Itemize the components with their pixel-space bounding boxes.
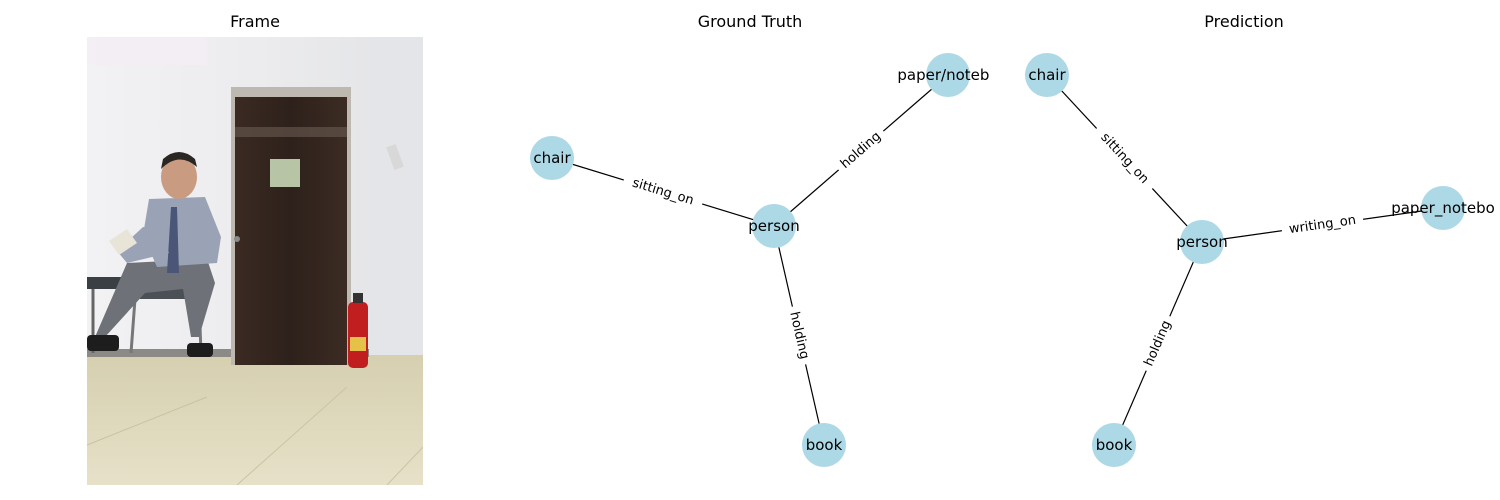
node-person [1180,220,1224,264]
node-book [1092,423,1136,467]
node-paper [926,53,970,97]
ground-truth-panel-title: Ground Truth [697,12,803,31]
node-label-chair: chair [533,149,571,167]
frame-panel-title: Frame [230,12,280,31]
node-paper [1421,186,1465,230]
edge-label-sitting_on: sitting_on [631,176,696,209]
node-label-person: person [1176,233,1227,251]
node-label-book: book [806,436,843,454]
edge-label-background [1090,122,1159,195]
node-label-paper: paper_notebo [1391,199,1495,218]
edge-label-group: holding [783,304,815,367]
edge-label-holding: holding [838,129,884,172]
video-frame-image [87,37,423,485]
edge-label-holding: holding [1142,318,1175,368]
edge-label-background [1137,312,1179,375]
edge-label-group: sitting_on [621,171,705,213]
node-label-person: person [748,217,799,235]
node-person [752,204,796,248]
edge-label-background [783,304,815,367]
edge-label-group: sitting_on [1090,122,1159,195]
node-chair [1025,53,1069,97]
edge-label-background [1280,210,1365,240]
node-chair [530,136,574,180]
node-label-paper: paper/notebo [897,66,998,84]
edge-label-sitting_on: sitting_on [1097,130,1151,187]
edge-label-group: holding [832,124,890,177]
prediction-panel-title: Prediction [1204,12,1284,31]
node-book [802,423,846,467]
edge-label-group: holding [1137,312,1179,375]
ground-truth-graph: personchairpaper/notebobooksitting_onhol… [530,53,998,467]
node-label-chair: chair [1028,66,1066,84]
edge-label-group: writing_on [1280,210,1365,240]
edge-label-background [832,124,890,177]
node-label-book: book [1096,436,1133,454]
edge-label-background [621,171,705,213]
